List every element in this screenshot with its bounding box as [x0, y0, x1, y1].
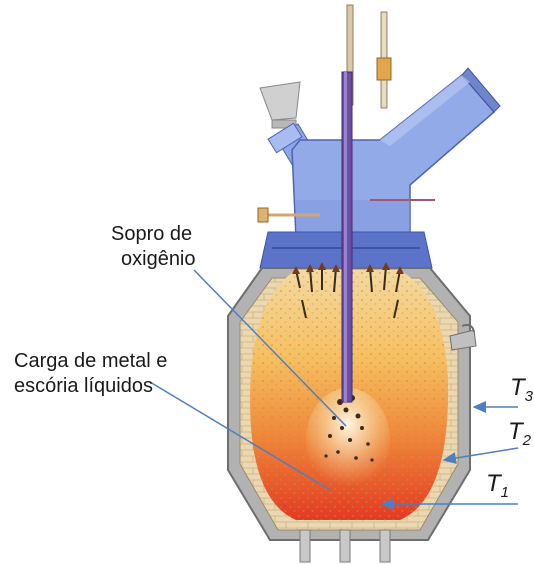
oxygen-label-line1: Sopro de [111, 222, 192, 246]
additive-hopper [260, 82, 300, 120]
temperature-label-t1: T1 [486, 470, 509, 501]
oxygen-label-line2: oxigênio [121, 247, 196, 271]
temperature-label-t3: T3 [510, 374, 533, 405]
charge-label-line1: Carga de metal e [14, 349, 167, 373]
charge-label-line2: escória líquidos [14, 374, 153, 398]
temperature-label-t2: T2 [508, 418, 531, 449]
